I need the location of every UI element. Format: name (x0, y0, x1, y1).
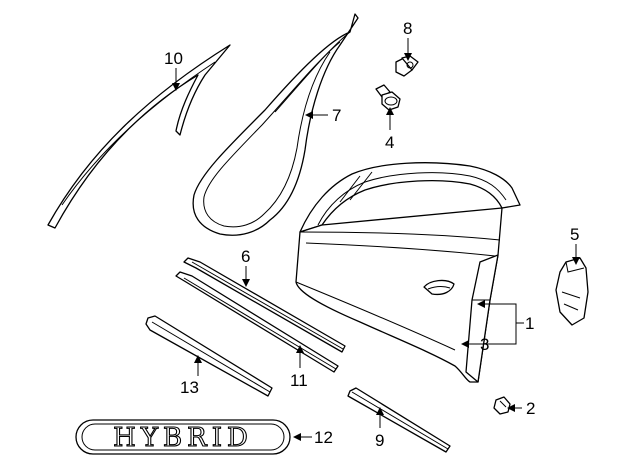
stopper-part-2 (493, 396, 511, 415)
callout-4: 4 (385, 133, 394, 152)
bolt-part-4 (375, 84, 401, 111)
moulding-strip-part-10 (47, 44, 231, 229)
leader-lines (172, 38, 580, 441)
callout-3: 3 (480, 335, 489, 354)
callout-8: 8 (403, 19, 412, 38)
callout-2: 2 (526, 399, 535, 418)
hybrid-emblem-part-12: HYBRID (75, 419, 291, 455)
callout-9: 9 (375, 431, 384, 450)
belt-moulding-part-11 (175, 271, 339, 373)
callout-13: 13 (180, 378, 199, 397)
callout-labels: 10 7 8 4 5 6 1 3 11 13 9 2 12 (164, 19, 579, 450)
lower-moulding-part-9 (347, 387, 451, 453)
door-shell-part-1 (295, 162, 521, 383)
callout-10: 10 (164, 49, 183, 68)
callout-12: 12 (314, 428, 333, 447)
callout-6: 6 (241, 247, 250, 266)
emblem-text: HYBRID (113, 423, 253, 453)
callout-7: 7 (332, 106, 341, 125)
callout-11: 11 (290, 371, 308, 390)
clip-part-8 (395, 55, 419, 77)
bracket-part-5 (555, 257, 589, 326)
weatherstrip-part-7 (192, 13, 359, 236)
belt-weatherstrip-part-6 (183, 257, 346, 353)
callout-5: 5 (570, 225, 579, 244)
callout-1: 1 (525, 314, 534, 333)
side-moulding-part-13 (145, 315, 273, 397)
